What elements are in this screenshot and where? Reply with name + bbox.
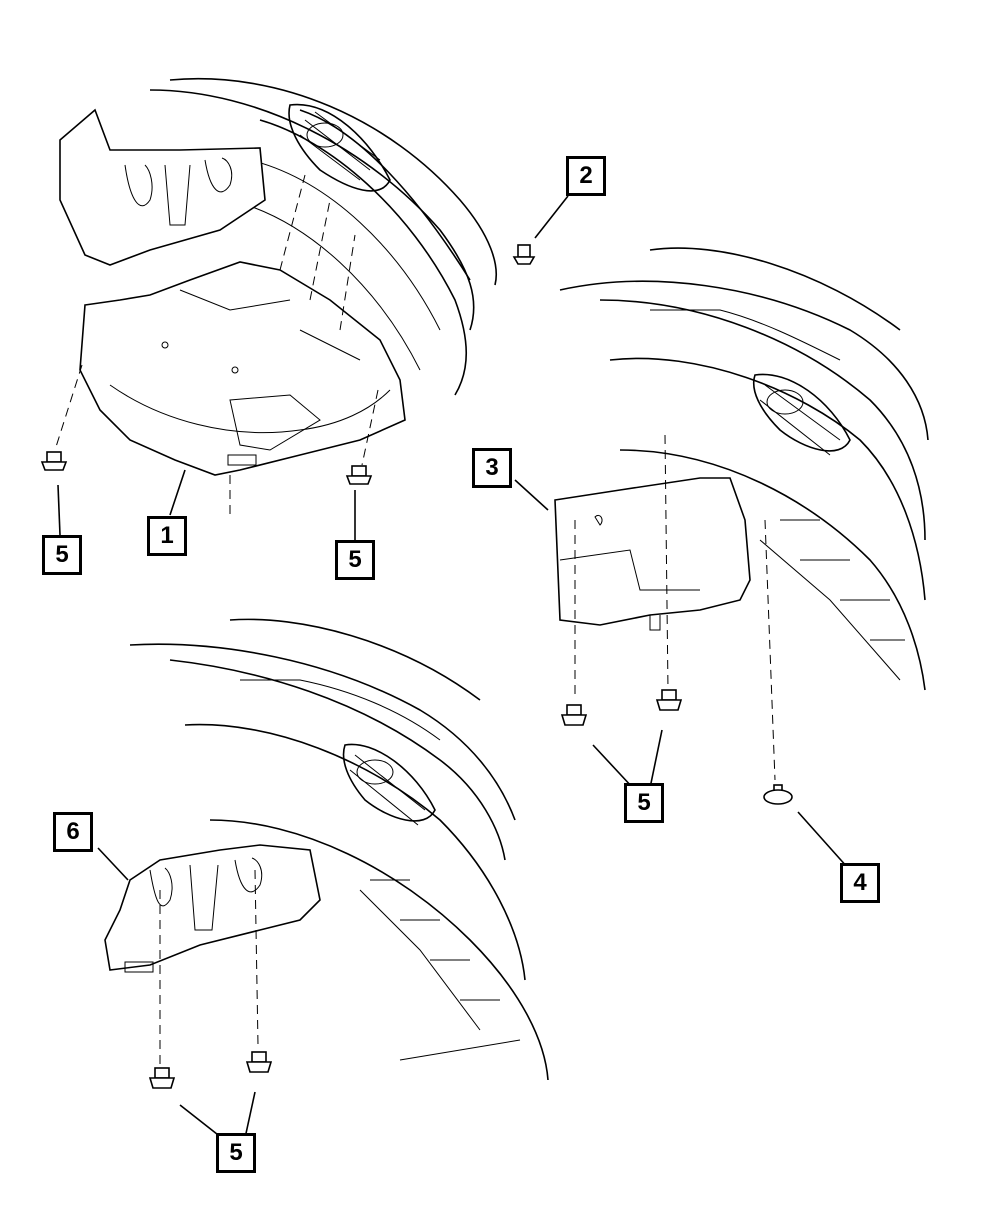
leader-5-c-right <box>649 729 663 789</box>
screw-5-bottom-a <box>148 1067 176 1089</box>
leader-5-d-left <box>179 1104 223 1139</box>
leader-5-c-left <box>592 744 634 789</box>
screw-5-right-b <box>655 689 683 711</box>
callout-3: 3 <box>472 448 512 488</box>
leader-5-a <box>57 484 61 536</box>
leader-6 <box>97 847 129 881</box>
leader-5-d-right <box>244 1091 256 1139</box>
callout-4: 4 <box>840 863 880 903</box>
callout-5-top-middle: 5 <box>335 540 375 580</box>
screw-5-top-left-b <box>345 465 373 485</box>
screw-5-top-left-a <box>40 451 68 471</box>
screw-5-right-a <box>560 704 588 726</box>
pushpin-2 <box>512 244 536 265</box>
callout-6: 6 <box>53 812 93 852</box>
callout-5-bottom: 5 <box>216 1133 256 1173</box>
callout-5-right: 5 <box>624 783 664 823</box>
callout-2: 2 <box>566 156 606 196</box>
leader-1 <box>169 469 186 516</box>
view-top-left-fascia <box>54 78 497 520</box>
pushpin-4 <box>763 784 793 805</box>
leader-4 <box>797 811 849 869</box>
leader-3 <box>514 479 549 511</box>
view-bottom-left-fascia <box>104 618 549 1081</box>
screw-5-bottom-b <box>245 1051 273 1073</box>
view-right-fascia <box>554 247 929 781</box>
callout-5-top-left: 5 <box>42 535 82 575</box>
callout-1: 1 <box>147 516 187 556</box>
leader-2 <box>534 195 569 239</box>
